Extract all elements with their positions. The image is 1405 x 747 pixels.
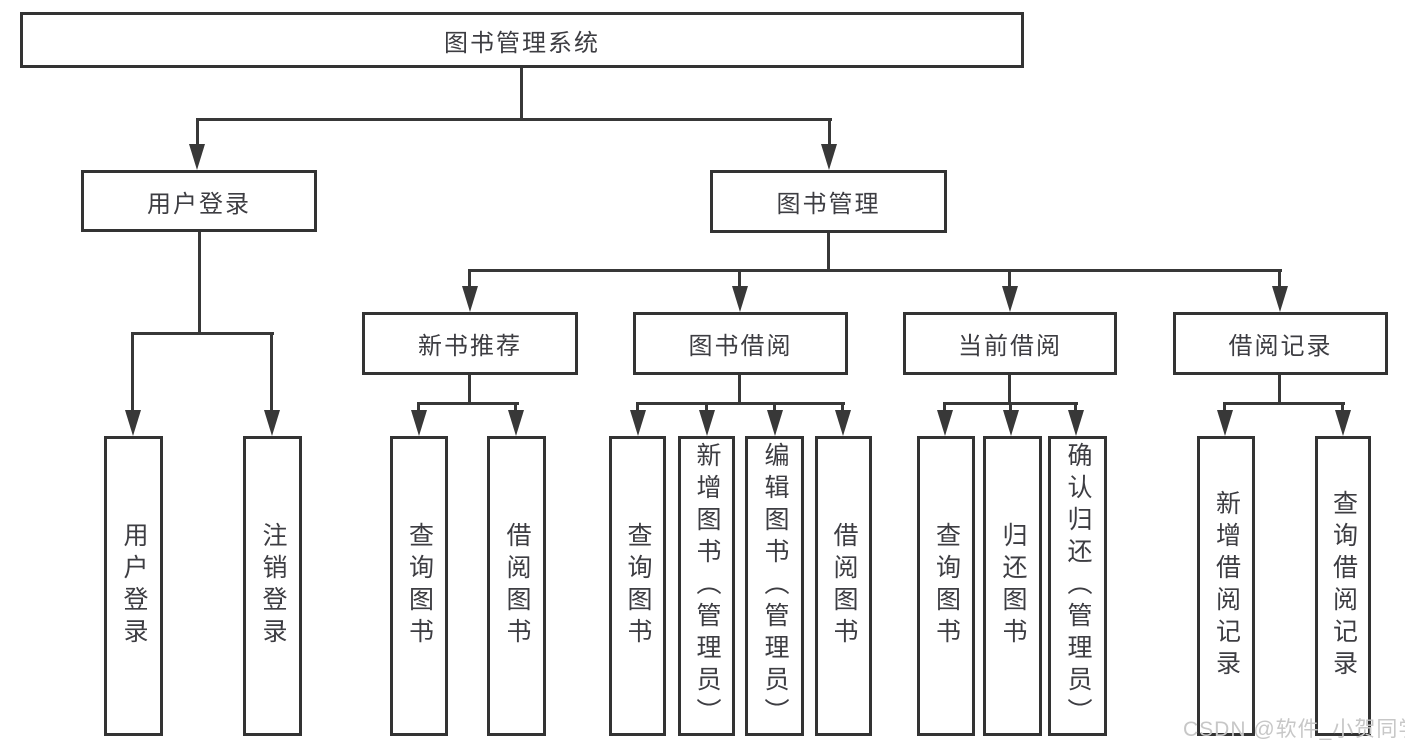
edge-vline bbox=[773, 402, 776, 410]
edge-vline bbox=[417, 402, 420, 410]
edge-vline bbox=[198, 232, 201, 334]
node-label: 新书推荐 bbox=[418, 333, 522, 360]
edge-vline bbox=[738, 375, 741, 404]
edge-vline bbox=[1341, 402, 1344, 410]
arrow-down-icon bbox=[411, 410, 427, 436]
node-new-book-recommendation: 新书推荐 bbox=[362, 312, 578, 375]
edge-vline bbox=[514, 402, 517, 410]
arrow-down-icon bbox=[937, 410, 953, 436]
node-label: 图书管理系统 bbox=[444, 29, 600, 57]
node-label: 查询图书 bbox=[624, 522, 652, 650]
node-label: 注销登录 bbox=[259, 522, 287, 650]
node-label: 图书借阅 bbox=[688, 333, 793, 360]
node-book-borrowing: 图书借阅 bbox=[633, 312, 848, 375]
node-label: 用户登录 bbox=[120, 522, 148, 650]
edge-hline bbox=[636, 402, 845, 405]
node-leaf-borrow-books-recommend: 借阅图书 bbox=[487, 436, 546, 736]
edge-vline bbox=[1009, 402, 1012, 410]
arrow-down-icon bbox=[699, 410, 715, 436]
node-book-management: 图书管理 bbox=[710, 170, 947, 233]
arrow-down-icon bbox=[1068, 410, 1084, 436]
arrow-down-icon bbox=[1002, 286, 1018, 312]
node-leaf-return-books: 归还图书 bbox=[983, 436, 1042, 736]
edge-vline bbox=[943, 402, 946, 410]
edge-vline bbox=[1223, 402, 1226, 410]
node-label: 编辑图书（管理员） bbox=[761, 442, 789, 730]
node-leaf-query-books-current: 查询图书 bbox=[917, 436, 975, 736]
edge-vline bbox=[828, 118, 831, 144]
arrow-down-icon bbox=[630, 410, 646, 436]
arrow-down-icon bbox=[1272, 286, 1288, 312]
arrow-down-icon bbox=[508, 410, 524, 436]
node-label: 借阅图书 bbox=[503, 522, 531, 650]
node-borrowing-records: 借阅记录 bbox=[1173, 312, 1388, 375]
arrow-down-icon bbox=[125, 410, 141, 436]
node-label: 归还图书 bbox=[999, 522, 1027, 650]
edge-vline bbox=[270, 332, 273, 410]
edge-hline bbox=[1223, 402, 1345, 405]
edge-vline bbox=[705, 402, 708, 410]
arrow-down-icon bbox=[767, 410, 783, 436]
arrow-down-icon bbox=[1003, 410, 1019, 436]
csdn-watermark: CSDN @软件_小贺同学 bbox=[1183, 718, 1405, 741]
node-leaf-user-login: 用户登录 bbox=[104, 436, 163, 736]
node-leaf-query-books-borrowing: 查询图书 bbox=[609, 436, 666, 736]
node-user-login: 用户登录 bbox=[81, 170, 317, 232]
edge-vline bbox=[468, 269, 471, 286]
node-label: 借阅记录 bbox=[1228, 333, 1333, 360]
edge-vline bbox=[1008, 269, 1011, 286]
edge-hline bbox=[417, 402, 519, 405]
edge-hline bbox=[468, 269, 1282, 272]
edge-vline bbox=[1008, 375, 1011, 404]
node-library-management-system: 图书管理系统 bbox=[20, 12, 1024, 68]
edge-vline bbox=[636, 402, 639, 410]
arrow-down-icon bbox=[1217, 410, 1233, 436]
node-label: 用户登录 bbox=[147, 190, 251, 218]
arrow-down-icon bbox=[1335, 410, 1351, 436]
edge-hline bbox=[131, 332, 274, 335]
arrow-down-icon bbox=[264, 410, 280, 436]
edge-vline bbox=[1278, 375, 1281, 404]
node-label: 新增借阅记录 bbox=[1212, 490, 1241, 682]
node-leaf-add-borrow-record: 新增借阅记录 bbox=[1197, 436, 1255, 736]
node-label: 借阅图书 bbox=[830, 522, 858, 650]
edge-hline bbox=[196, 118, 832, 121]
node-leaf-query-borrow-record: 查询借阅记录 bbox=[1315, 436, 1371, 736]
node-label: 图书管理 bbox=[776, 191, 881, 218]
edge-vline bbox=[131, 332, 134, 410]
node-leaf-add-books-admin: 新增图书（管理员） bbox=[678, 436, 735, 736]
node-leaf-logout: 注销登录 bbox=[243, 436, 302, 736]
node-label: 查询图书 bbox=[405, 522, 434, 650]
node-leaf-query-books-recommend: 查询图书 bbox=[390, 436, 448, 736]
edge-vline bbox=[738, 269, 741, 286]
node-leaf-confirm-return-admin: 确认归还（管理员） bbox=[1048, 436, 1107, 736]
edge-vline bbox=[196, 118, 199, 144]
arrow-down-icon bbox=[835, 410, 851, 436]
arrow-down-icon bbox=[732, 286, 748, 312]
node-label: 当前借阅 bbox=[958, 333, 1062, 360]
node-leaf-borrow-books: 借阅图书 bbox=[815, 436, 872, 736]
node-label: 查询图书 bbox=[932, 522, 961, 650]
edge-vline bbox=[827, 233, 830, 271]
node-current-borrowing: 当前借阅 bbox=[903, 312, 1117, 375]
edge-vline bbox=[1278, 269, 1281, 286]
node-label: 新增图书（管理员） bbox=[693, 442, 721, 730]
node-label: 确认归还（管理员） bbox=[1064, 442, 1092, 730]
edge-vline bbox=[841, 402, 844, 410]
node-label: 查询借阅记录 bbox=[1329, 490, 1358, 682]
node-leaf-edit-books-admin: 编辑图书（管理员） bbox=[745, 436, 804, 736]
edge-vline bbox=[1074, 402, 1077, 410]
edge-vline bbox=[468, 375, 471, 404]
arrow-down-icon bbox=[189, 144, 205, 170]
edge-vline bbox=[520, 68, 523, 119]
arrow-down-icon bbox=[821, 144, 837, 170]
arrow-down-icon bbox=[462, 286, 478, 312]
